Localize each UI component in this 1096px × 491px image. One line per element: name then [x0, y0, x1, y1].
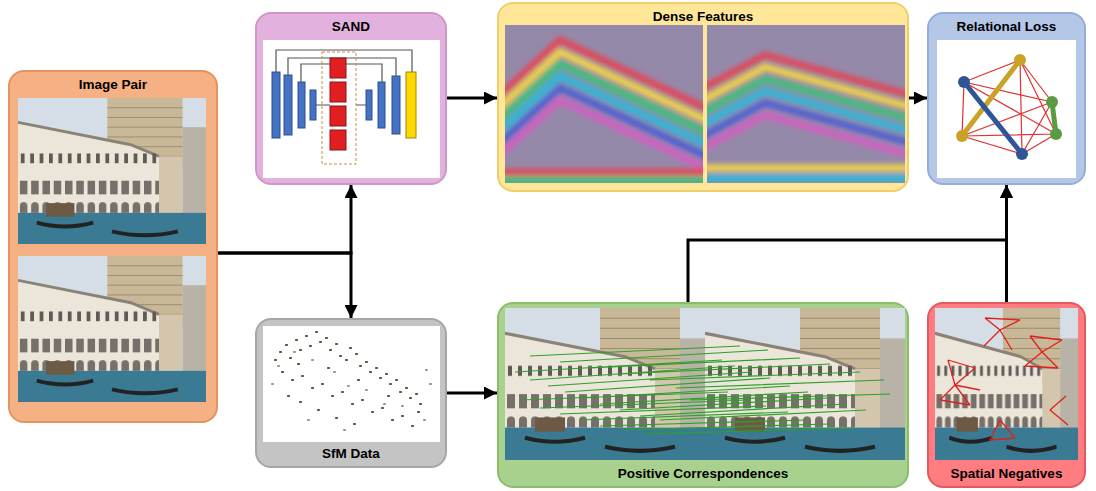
panel-box: SAND: [255, 12, 447, 185]
panel-heading: Spatial Negatives: [951, 465, 1063, 482]
relation-graph: [937, 40, 1076, 178]
flow-arrow: [909, 97, 927, 100]
panel-box: Relational Loss: [927, 12, 1086, 185]
flow-arrow: [688, 185, 1007, 302]
panel-box: Dense Features: [497, 2, 909, 192]
flow-arrow: [218, 253, 351, 318]
correspondence-photos: [505, 308, 905, 460]
panel-heading: SAND: [332, 18, 370, 35]
flow-arrow: [447, 97, 497, 100]
network-illustration: [263, 40, 440, 178]
flow-arrow: [447, 392, 497, 395]
panel-box: Image Pair: [8, 70, 218, 423]
flow-arrow: [218, 185, 351, 253]
panel-heading: Positive Correspondences: [618, 465, 788, 482]
panel-box: Positive Correspondences: [497, 302, 909, 488]
flow-arrow: [1005, 185, 1008, 302]
panel-heading: Dense Features: [653, 8, 754, 25]
point-cloud: [263, 326, 440, 442]
image-pair-photos: [18, 98, 206, 402]
feature-map: [500, 25, 910, 183]
panel-heading: Relational Loss: [957, 18, 1057, 35]
panel-heading: SfM Data: [322, 445, 380, 462]
panel-heading: Image Pair: [79, 76, 147, 93]
panel-box: Spatial Negatives: [927, 302, 1086, 488]
panel-box: SfM Data: [255, 318, 447, 468]
negative-photo: [935, 308, 1078, 460]
